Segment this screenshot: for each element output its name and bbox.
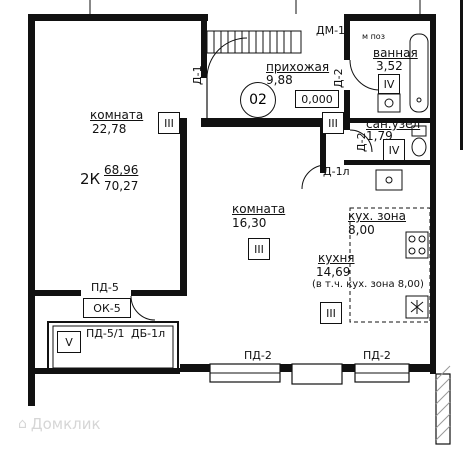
kitchen-area: 14,69 (316, 265, 351, 279)
bath-class-box: IV (378, 74, 400, 94)
hall-area: 9,88 (266, 73, 293, 87)
door-label-d2-wc: Д-2 (355, 132, 368, 152)
apartment-area-living: 68,96 (104, 163, 139, 177)
room2-class-box: III (248, 238, 270, 260)
bath-name: ванная (373, 46, 418, 60)
kitchen-note: (в т.ч. кух. зона 8,00) (312, 279, 424, 290)
room1-class-box: III (158, 112, 180, 134)
window-label-ok5: ОК-5 (83, 298, 131, 318)
hall-level-box: 0,000 (295, 90, 339, 108)
window-label-pd2-left: ПД-2 (244, 349, 272, 362)
bath-code: м поз (362, 32, 385, 41)
door-label-d1l: Д-1л (323, 165, 350, 178)
room2-area: 16,30 (232, 216, 267, 230)
apartment-type: 2К (80, 170, 101, 188)
kitchen-name: кухня (318, 251, 355, 265)
room1-area: 22,78 (92, 122, 127, 136)
wc-class-box: IV (383, 139, 405, 161)
window-label-pd5-1: ПД-5/1 (86, 327, 125, 340)
watermark-text: Домклик (30, 415, 101, 433)
room1-name: комната (90, 108, 144, 122)
kitchen-zone-name: кух. зона (348, 209, 407, 223)
room2-name: комната (232, 202, 286, 216)
hall-name: прихожая (266, 60, 330, 74)
door-label-dm1: ДМ-1 (316, 24, 346, 37)
hall-class-box: III (322, 112, 344, 134)
balcony-class-box: V (57, 331, 81, 353)
watermark: ⌂ Домклик (18, 415, 101, 433)
window-label-pd5: ПД-5 (91, 281, 119, 294)
door-label-d2-bath: Д-2 (332, 68, 345, 88)
kitchen-zone-area: 8,00 (348, 223, 375, 237)
window-label-db1l: ДБ-1л (131, 327, 166, 340)
window-label-pd2-right: ПД-2 (363, 349, 391, 362)
wc-name: сан.узел (366, 117, 421, 131)
bath-area: 3,52 (376, 59, 403, 73)
apartment-number: 02 (240, 82, 276, 118)
kitchen-class-box: III (320, 302, 342, 324)
door-label-d1: Д-1 (191, 65, 204, 85)
apartment-area-total: 70,27 (104, 179, 139, 193)
house-icon: ⌂ (18, 416, 27, 432)
